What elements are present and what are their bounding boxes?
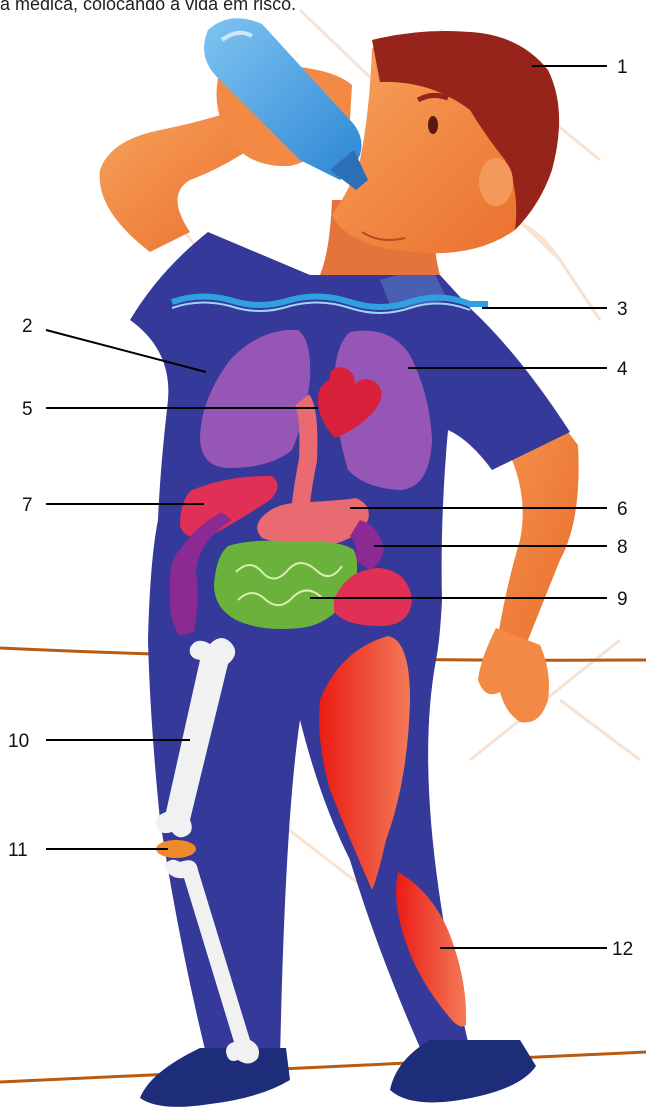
ear xyxy=(479,158,513,206)
label-3: 3 xyxy=(617,299,628,320)
label-9: 9 xyxy=(617,589,628,610)
label-10: 10 xyxy=(8,731,29,752)
label-12: 12 xyxy=(612,939,633,960)
floor-line-lower xyxy=(0,1052,646,1082)
eye xyxy=(428,116,438,134)
label-11: 11 xyxy=(8,840,28,861)
label-1: 1 xyxy=(617,57,628,78)
label-8: 8 xyxy=(617,537,628,558)
shoes xyxy=(140,1040,536,1107)
label-2: 2 xyxy=(22,316,33,337)
label-5: 5 xyxy=(22,399,33,420)
label-7: 7 xyxy=(22,495,33,516)
label-4: 4 xyxy=(617,359,628,380)
esophagus xyxy=(300,400,308,520)
label-6: 6 xyxy=(617,499,628,520)
